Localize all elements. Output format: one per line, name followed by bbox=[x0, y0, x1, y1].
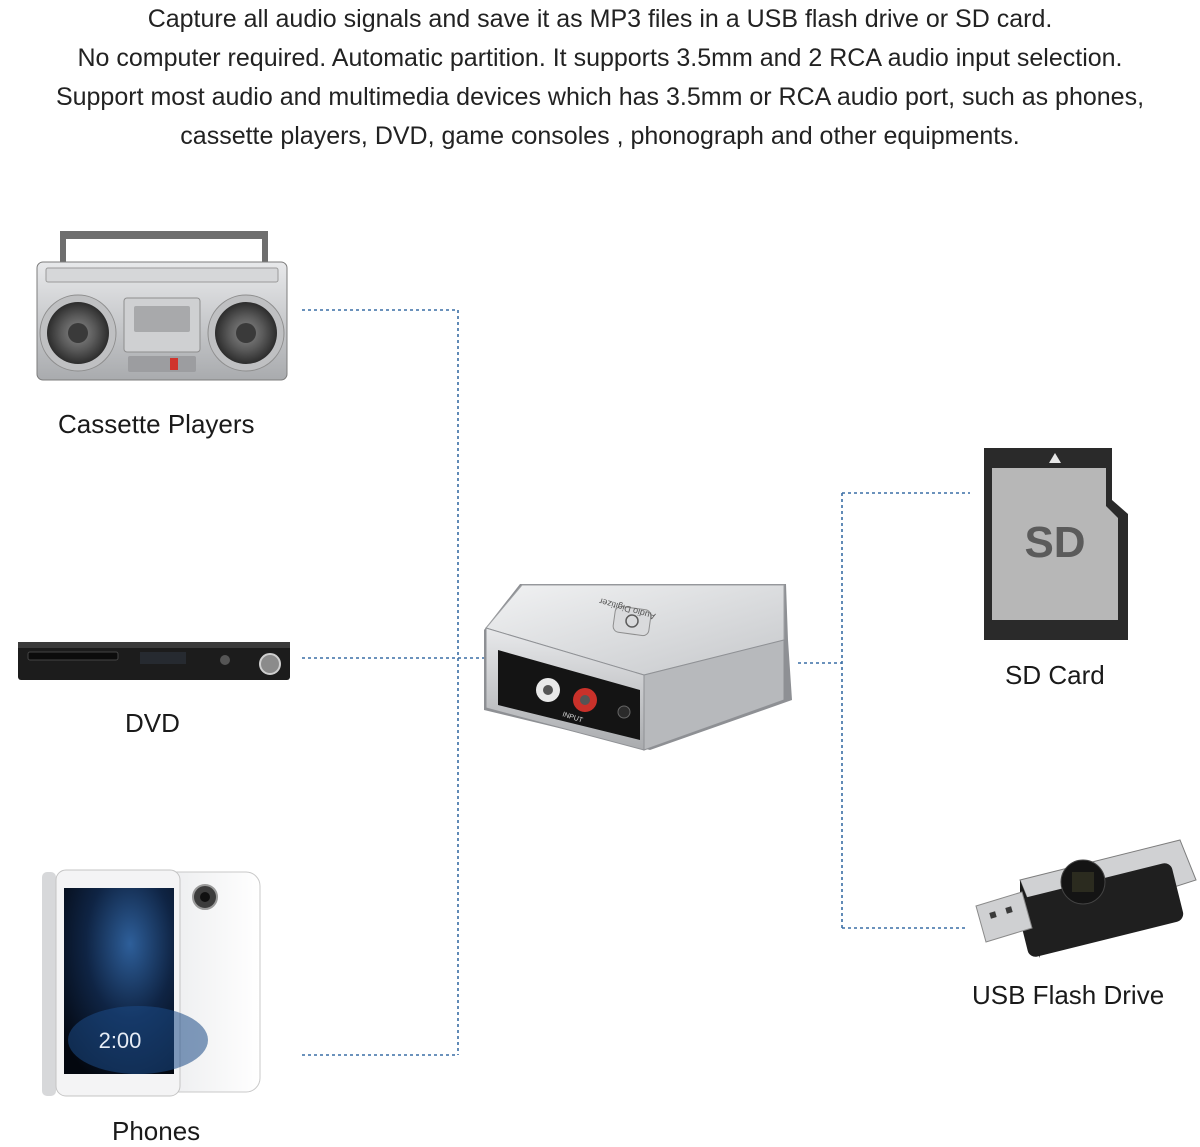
intro-text: Capture all audio signals and save it as… bbox=[0, 0, 1200, 156]
usb-flash-drive-icon bbox=[975, 839, 1197, 958]
intro-line: cassette players, DVD, game consoles , p… bbox=[180, 122, 1020, 150]
intro-line: Capture all audio signals and save it as… bbox=[147, 5, 1053, 33]
sd-card-icon: SD bbox=[984, 448, 1128, 640]
intro-line: No computer required. Automatic partitio… bbox=[77, 44, 1123, 72]
sd-card-text: SD bbox=[1024, 518, 1085, 567]
dvd-player-icon bbox=[18, 642, 290, 680]
phone-clock: 2:00 bbox=[99, 1028, 142, 1053]
boombox-icon bbox=[36, 231, 288, 381]
label-dvd: DVD bbox=[125, 708, 180, 738]
connector-lines bbox=[302, 309, 970, 1056]
audio-digitizer-icon: Audio Digitizer INPUT bbox=[484, 584, 792, 751]
label-sd-card: SD Card bbox=[1005, 660, 1105, 690]
label-phones: Phones bbox=[112, 1116, 201, 1146]
label-cassette-players: Cassette Players bbox=[58, 409, 255, 439]
smartphone-icon: 2:00 bbox=[42, 869, 261, 1097]
label-usb-flash-drive: USB Flash Drive bbox=[972, 980, 1165, 1010]
intro-line: Support most audio and multimedia device… bbox=[55, 83, 1145, 111]
